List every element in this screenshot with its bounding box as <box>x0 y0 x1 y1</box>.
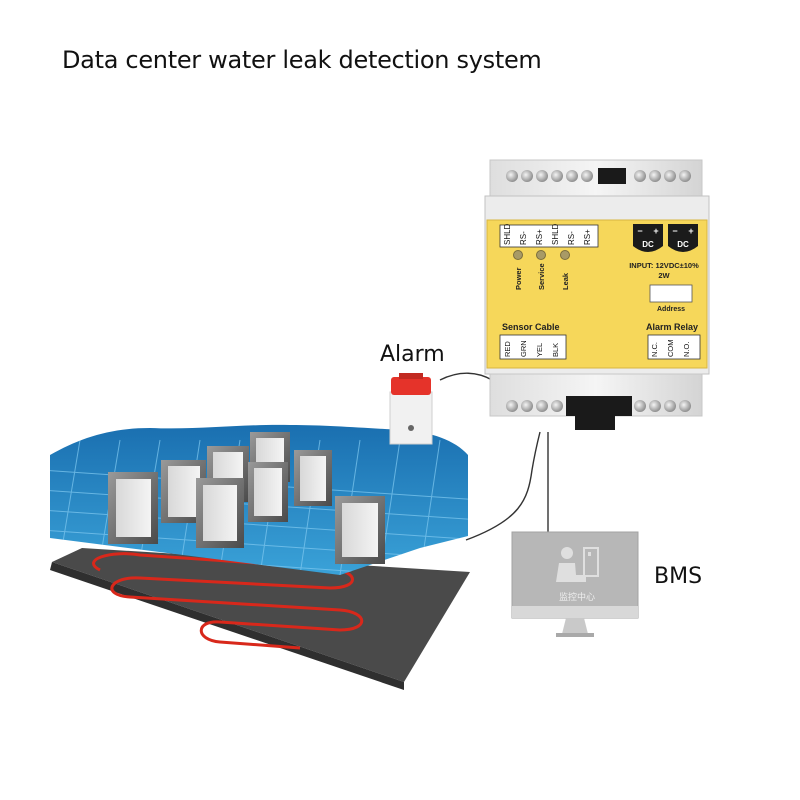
alarm-cable <box>439 372 493 381</box>
alarm-siren <box>389 373 433 445</box>
server-rack <box>196 478 244 548</box>
address-window <box>649 284 693 303</box>
sensor-cable-label: Sensor Cable <box>502 322 560 332</box>
comm-terminal-labels: SHLD RS- RS+ SHLD RS- RS+ <box>503 223 592 245</box>
leak-sensor-cable <box>92 552 364 650</box>
bms-monitor: 监控中心 <box>511 531 639 637</box>
server-racks <box>108 432 385 564</box>
server-rack <box>294 450 332 506</box>
sensor-cable-lead <box>465 431 541 541</box>
siren-lamp <box>391 377 431 395</box>
comm-terminal-label: SHLD <box>551 223 560 245</box>
relay-terminal-label: N.O. <box>682 342 691 357</box>
alarm-relay-label: Alarm Relay <box>646 322 698 332</box>
sensor-terminal-label: BLK <box>551 343 560 357</box>
relay-terminal-box <box>647 334 701 360</box>
operator-icon <box>556 547 599 582</box>
power-spec: 2W <box>658 271 670 280</box>
floor-slab <box>52 548 470 682</box>
dc-polarity: − <box>672 226 677 236</box>
address-label: Address <box>657 306 685 313</box>
sensor-terminal-label: GRN <box>519 340 528 357</box>
siren-base <box>389 391 433 445</box>
dc-polarity: − <box>637 226 642 236</box>
monitor-stand <box>562 618 588 634</box>
dc-label: DC <box>642 240 654 249</box>
comm-terminal-label: RS- <box>519 231 528 245</box>
comm-terminal-label: RS- <box>567 231 576 245</box>
dc-labels: DC−+DC−+ <box>637 226 693 249</box>
server-rack <box>108 472 158 544</box>
relay-terminal-label: COM <box>666 340 675 358</box>
alarm-callout: Alarm <box>380 342 445 367</box>
led-label: Leak <box>561 272 570 290</box>
sensor-terminal-label: YEL <box>535 343 544 357</box>
sensor-terminal-label: RED <box>503 341 512 357</box>
dc-label: DC <box>677 240 689 249</box>
led-label: Service <box>537 263 546 290</box>
page-title: Data center water leak detection system <box>62 46 542 74</box>
status-leds <box>513 250 570 260</box>
sensor-terminal-box <box>499 334 567 360</box>
dc-polarity: + <box>653 226 658 236</box>
led-labels: Power Service Leak <box>514 263 570 290</box>
bottom-screws <box>506 396 691 416</box>
comm-terminal-label: RS+ <box>583 229 592 245</box>
led-label: Power <box>514 267 523 290</box>
input-spec: INPUT: 12VDC±10% <box>629 261 699 270</box>
power-led <box>513 250 523 260</box>
service-led <box>536 250 546 260</box>
dc-polarity: + <box>688 226 693 236</box>
relay-terminal-labels: N.C. COM N.O. <box>650 340 691 358</box>
server-rack <box>248 462 288 522</box>
comm-terminal-label: RS+ <box>535 229 544 245</box>
sensor-terminal-labels: RED GRN YEL BLK <box>503 340 560 357</box>
leak-led <box>560 250 570 260</box>
dc-power-jacks <box>633 224 698 252</box>
relay-terminal-label: N.C. <box>650 342 659 357</box>
siren-dot <box>408 425 414 431</box>
comm-terminal-label: SHLD <box>503 223 512 245</box>
din-clip <box>575 416 615 430</box>
comm-terminal-box <box>499 224 599 248</box>
server-rack <box>335 496 385 564</box>
top-screws <box>506 168 691 184</box>
monitor-caption: 监控中心 <box>559 591 595 602</box>
bms-callout: BMS <box>654 564 703 589</box>
